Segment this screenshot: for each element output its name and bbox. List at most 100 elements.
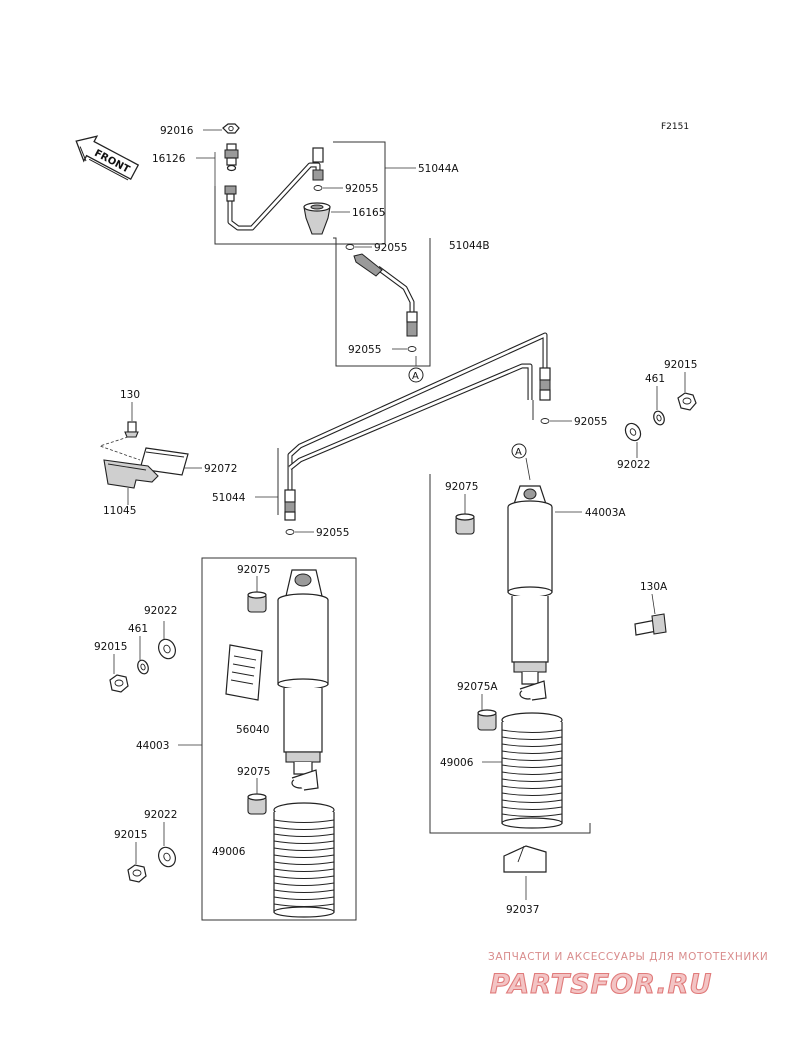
bellows-rib (501, 806, 563, 810)
bellows-rib (273, 854, 335, 858)
bolt-130a (634, 613, 667, 636)
label-92055-b: 92055 (374, 242, 407, 254)
label-92022-left: 92022 (144, 605, 177, 617)
bellows-rib (273, 840, 335, 844)
label-44003a: 44003A (585, 507, 626, 519)
label-11045: 11045 (103, 505, 136, 517)
callout-a-right: A (511, 443, 527, 459)
label-92055-e: 92055 (316, 527, 349, 539)
diagram-code: F2151 (661, 122, 689, 132)
label-92055-a: 92055 (345, 183, 378, 195)
label-16126: 16126 (152, 153, 186, 165)
bellows-rib (273, 861, 335, 865)
nut-92015-left-lower (127, 864, 147, 883)
bellows-rib (273, 868, 335, 872)
label-49006-left: 49006 (212, 846, 246, 858)
hose-51044b-frame (333, 237, 431, 367)
nut-92015-right (677, 392, 697, 411)
label-51044: 51044 (212, 492, 246, 504)
shock-absorber-44003 (277, 569, 329, 791)
bellows-rib (501, 757, 563, 761)
nut-92015-left (109, 674, 129, 693)
bolt-130 (124, 421, 139, 438)
bellows-rib (501, 771, 563, 775)
bellows-rib (273, 847, 335, 851)
hose-51044a (224, 147, 324, 231)
bellows-rib (501, 750, 563, 754)
bellows-rib (501, 743, 563, 747)
pad-92072 (139, 447, 189, 476)
label-461-left: 461 (128, 623, 148, 635)
bellows-rib (273, 882, 335, 886)
label-92075-left-lower: 92075 (237, 766, 270, 778)
hose-51044b (353, 253, 418, 337)
bellows-rib (501, 785, 563, 789)
bellows-rib (273, 819, 335, 823)
boot-49006-right (501, 712, 563, 829)
hose-51044 (284, 332, 551, 521)
bellows-rib (501, 764, 563, 768)
bellows-rib (273, 875, 335, 879)
label-130a: 130A (640, 581, 668, 593)
label-92022-right: 92022 (617, 459, 650, 471)
bellows-rib (273, 889, 335, 893)
label-92022-left-lower: 92022 (144, 809, 177, 821)
label-16165: 16165 (352, 207, 385, 219)
svg-text:A: A (412, 371, 419, 382)
washer-92022-right (624, 422, 642, 442)
bushing-16165 (303, 202, 331, 235)
o-ring-92055-e (285, 529, 295, 535)
bellows-rib (501, 778, 563, 782)
label-92075a: 92075A (457, 681, 498, 693)
callout-a-top: A (408, 367, 424, 383)
bushing-92075a (477, 709, 497, 731)
shock-44003a-frame (429, 474, 591, 834)
label-92072: 92072 (204, 463, 237, 475)
bracket-11045 (103, 459, 159, 489)
label-92015-left-lower: 92015 (114, 829, 147, 841)
bellows-rib (273, 896, 335, 900)
label-92015-right: 92015 (664, 359, 697, 371)
nut-92016 (222, 123, 240, 134)
washer-92022-left-lower (158, 846, 176, 868)
o-ring-92055-c (407, 346, 417, 352)
svg-text:A: A (515, 447, 522, 458)
o-ring-92055-d (540, 418, 550, 424)
o-ring-92055-b (345, 244, 355, 250)
hose-51044a-frame (214, 141, 386, 245)
label-92075-left: 92075 (237, 564, 270, 576)
bellows-rib (273, 833, 335, 837)
grommet-16126 (224, 143, 239, 172)
label-92075-right: 92075 (445, 481, 478, 493)
watermark-tagline: ЗАПЧАСТИ И АКСЕССУАРЫ ДЛЯ МОТОТЕХНИКИ (488, 951, 768, 963)
label-92037: 92037 (506, 904, 539, 916)
lock-washer-461-right (653, 410, 665, 426)
bellows-rib (501, 813, 563, 817)
label-49006-right: 49006 (440, 757, 474, 769)
watermark-logo: PARTSFOR.RU (490, 969, 712, 1000)
label-plate-56040 (225, 644, 263, 701)
bushing-92075-right (455, 513, 475, 535)
shock-absorber-44003a (507, 485, 553, 701)
clip-92037 (503, 845, 547, 873)
label-92055-d: 92055 (574, 416, 607, 428)
hose-51044-frame (277, 400, 534, 515)
label-51044a: 51044A (418, 163, 459, 175)
label-51044b: 51044B (449, 240, 490, 252)
bushing-92075-left-lower (247, 793, 267, 815)
label-461-right: 461 (645, 373, 665, 385)
bellows-rib (501, 729, 563, 733)
bellows-rib (501, 736, 563, 740)
boot-49006-left (273, 802, 335, 918)
washer-92022-left (158, 638, 176, 660)
label-56040: 56040 (236, 724, 269, 736)
front-arrow-icon: FRONT (75, 135, 140, 181)
label-44003: 44003 (136, 740, 169, 752)
label-130: 130 (120, 389, 140, 401)
label-92055-c: 92055 (348, 344, 381, 356)
shock-44003-frame (201, 557, 357, 921)
lock-washer-461-left (137, 659, 149, 675)
o-ring-92055-a (313, 185, 323, 191)
bushing-92075-left (247, 591, 267, 613)
